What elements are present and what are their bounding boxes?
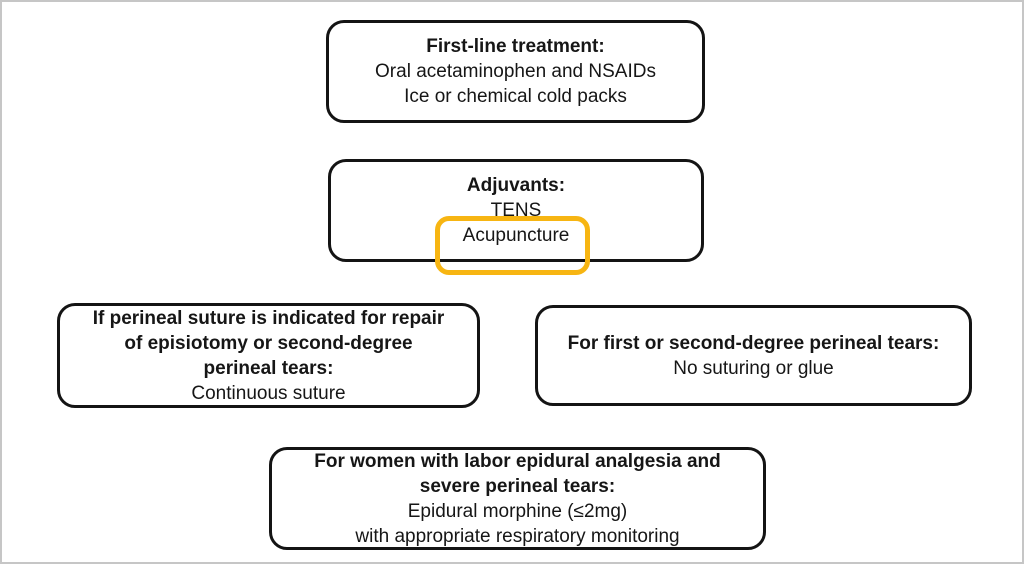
box-line: Oral acetaminophen and NSAIDs [375,61,656,82]
box-first-line-treatment: First-line treatment: Oral acetaminophen… [326,20,705,123]
box-line: Continuous suture [191,382,346,404]
box-title: severe perineal tears: [419,475,616,497]
box-line: with appropriate respiratory monitoring [355,525,680,547]
box-title: For women with labor epidural analgesia … [314,450,721,472]
box-title: First-line treatment: [426,36,605,57]
box-title: perineal tears: [203,357,334,379]
box-title: For first or second-degree perineal tear… [567,332,940,354]
box-line: Epidural morphine (≤2mg) [407,500,628,522]
box-line: TENS [490,200,542,221]
box-title: of episiotomy or second-degree [124,332,413,354]
box-line: Ice or chemical cold packs [404,86,627,107]
box-line: No suturing or glue [673,357,834,379]
box-line-acupuncture: Acupuncture [462,225,570,246]
box-perineal-tears-no-suture: For first or second-degree perineal tear… [535,305,972,406]
box-adjuvants: Adjuvants: TENS Acupuncture [328,159,704,262]
box-epidural-morphine: For women with labor epidural analgesia … [269,447,766,550]
box-perineal-suture-repair: If perineal suture is indicated for repa… [57,303,480,408]
box-title: Adjuvants: [466,175,566,196]
acupuncture-highlight[interactable] [435,216,590,275]
box-title: If perineal suture is indicated for repa… [92,307,445,329]
